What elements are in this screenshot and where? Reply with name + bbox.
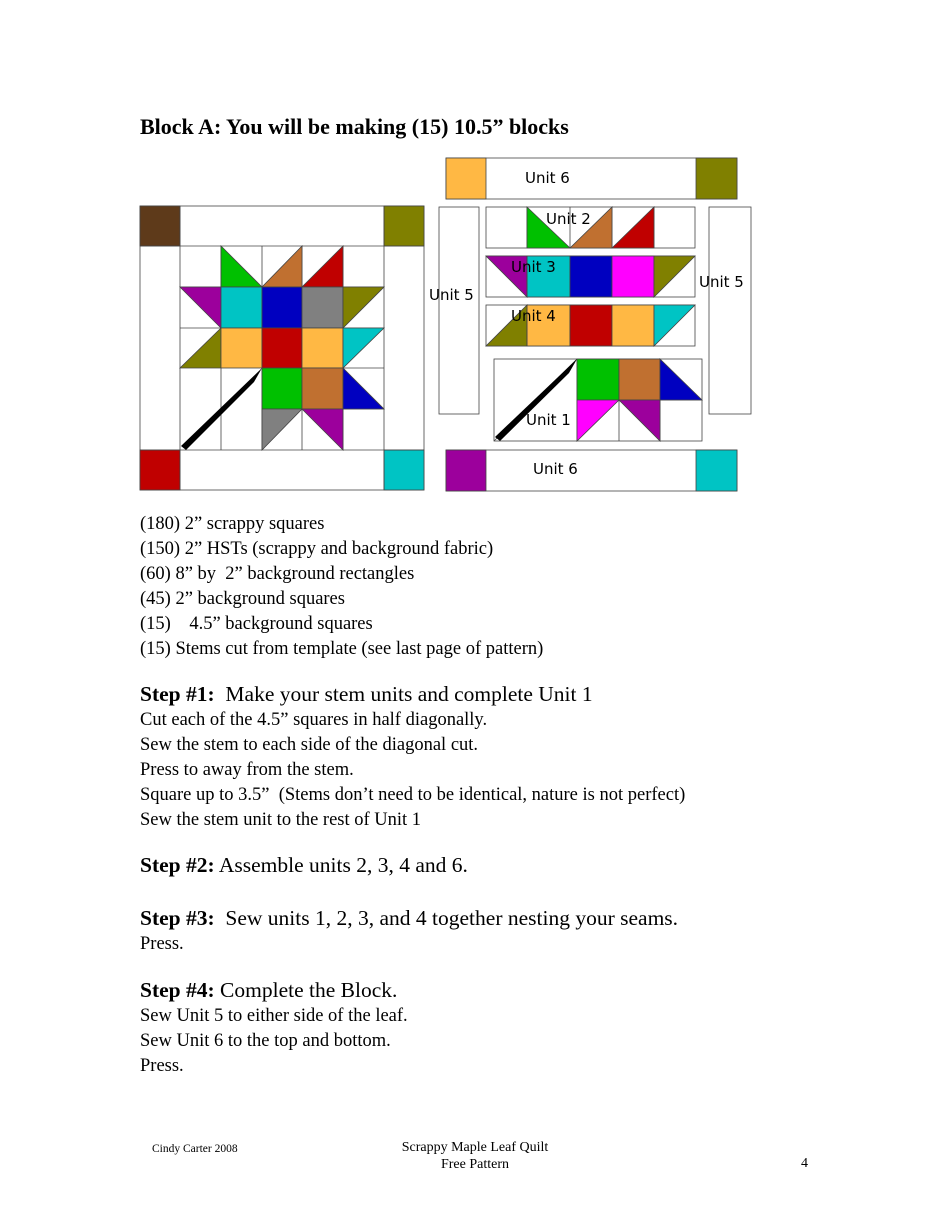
cutting-item: (150) 2” HSTs (scrappy and background fa…	[140, 539, 494, 559]
page-title: Block A: You will be making (15) 10.5” b…	[140, 114, 569, 139]
step-1: Step #1: Make your stem units and comple…	[140, 680, 685, 833]
step-1-heading: Make your stem units and complete Unit 1	[214, 682, 593, 706]
cutting-item: (180) 2” scrappy squares	[140, 514, 325, 534]
unit1	[493, 358, 703, 442]
cutting-list: (180) 2” scrappy squares (150) 2” HSTs (…	[140, 512, 543, 662]
step-1-line: Cut each of the 4.5” squares in half dia…	[140, 710, 488, 730]
stem-shape	[181, 368, 262, 450]
unit1-stem-shape	[495, 359, 577, 441]
step-3-line: Press.	[140, 934, 184, 954]
corner-square-top-left	[139, 205, 181, 247]
unit6-bottom-label: Unit 6	[533, 460, 578, 478]
step-1-line: Square up to 3.5” (Stems don’t need to b…	[140, 785, 686, 805]
step-3-heading: Sew units 1, 2, 3, and 4 together nestin…	[214, 906, 679, 930]
step-4: Step #4: Complete the Block. Sew Unit 5 …	[140, 976, 408, 1079]
unit2	[485, 206, 696, 249]
step-4-heading: Complete the Block.	[214, 978, 398, 1002]
page-number: 4	[801, 1156, 808, 1171]
unit5-right	[708, 206, 752, 415]
unit2-label: Unit 2	[546, 210, 591, 228]
step-1-label: Step #1:	[140, 682, 215, 706]
cutting-item: (15) 4.5” background squares	[140, 614, 373, 634]
cutting-item: (15) Stems cut from template (see last p…	[140, 639, 544, 659]
step-3-label: Step #3:	[140, 906, 215, 930]
footer-author: Cindy Carter 2008	[152, 1143, 238, 1155]
footer-title: Scrappy Maple Leaf Quilt Free Pattern	[375, 1139, 575, 1173]
corner-square-bottom-left	[139, 449, 181, 491]
step-4-line: Sew Unit 5 to either side of the leaf.	[140, 1006, 408, 1026]
unit5-left-label: Unit 5	[429, 286, 474, 304]
cutting-item: (60) 8” by 2” background rectangles	[140, 564, 415, 584]
step-2-label: Step #2:	[140, 853, 215, 877]
step-1-line: Sew the stem unit to the rest of Unit 1	[140, 810, 422, 830]
unit4	[485, 304, 696, 347]
step-2: Step #2: Assemble units 2, 3, 4 and 6.	[140, 851, 468, 879]
footer-title-line1: Scrappy Maple Leaf Quilt	[401, 1140, 549, 1155]
corner-square-top-right	[383, 205, 425, 247]
step-1-line: Sew the stem to each side of the diagona…	[140, 735, 479, 755]
unit1-label: Unit 1	[526, 411, 571, 429]
step-4-label: Step #4:	[140, 978, 215, 1002]
footer-title-line2: Free Pattern	[440, 1157, 510, 1172]
block-diagram: Unit 6 Unit 6 Unit 5 Unit 5 Unit 2 Unit …	[139, 157, 752, 492]
unit6-bottom	[445, 449, 738, 492]
completed-block	[139, 205, 425, 491]
unit5-left	[438, 206, 480, 415]
step-2-heading: Assemble units 2, 3, 4 and 6.	[214, 853, 468, 877]
unit6-top	[445, 157, 738, 200]
step-4-line: Press.	[140, 1056, 184, 1076]
step-4-line: Sew Unit 6 to the top and bottom.	[140, 1031, 391, 1051]
unit3-label: Unit 3	[511, 258, 556, 276]
unit6-top-label: Unit 6	[525, 169, 570, 187]
corner-square-bottom-right	[383, 449, 425, 491]
unit4-label: Unit 4	[511, 307, 556, 325]
step-3: Step #3: Sew units 1, 2, 3, and 4 togeth…	[140, 904, 678, 957]
unit5-right-label: Unit 5	[699, 273, 744, 291]
step-1-line: Press to away from the stem.	[140, 760, 354, 780]
unit3	[485, 255, 696, 298]
cutting-item: (45) 2” background squares	[140, 589, 345, 609]
